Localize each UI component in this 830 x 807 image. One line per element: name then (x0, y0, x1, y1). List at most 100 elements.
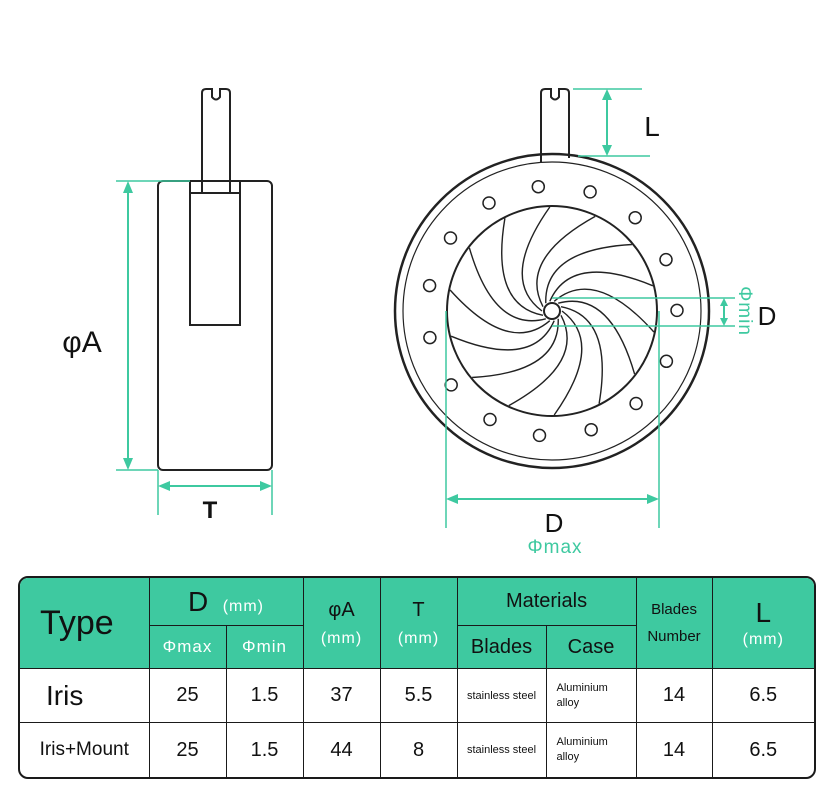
header-blades-number-line1: Blades (651, 601, 697, 619)
center-opening (543, 302, 561, 320)
outer-ring (393, 152, 711, 470)
header-l: L (mm) (711, 578, 814, 670)
arrow-right-icon (260, 481, 272, 491)
side-view: φA T (62, 88, 273, 524)
iris-blade (472, 318, 559, 379)
mounting-hole (628, 210, 642, 225)
table-row: Iris+Mount 25 1.5 44 8 stainless steel A… (20, 722, 814, 777)
iris-blade (501, 218, 544, 316)
iris-dimension-drawing: φA T L Φmin D (62, 88, 777, 558)
header-t-label: T (412, 598, 425, 621)
row-blades-material: stainless steel (456, 668, 547, 724)
row-type: Iris+Mount (20, 722, 150, 777)
iris-blade (553, 288, 655, 333)
mounting-hole (670, 303, 684, 318)
mounting-hole (444, 378, 458, 392)
side-slot (189, 181, 241, 326)
row-l: 6.5 (711, 722, 814, 777)
arrow-up-icon (720, 298, 728, 306)
iris-blade (545, 243, 632, 304)
header-t-unit: (mm) (397, 629, 440, 647)
mounting-hole (531, 179, 546, 194)
arrow-right-icon (647, 494, 659, 504)
row-blades-number: 14 (635, 668, 713, 724)
header-materials: Materials (456, 578, 637, 627)
mounting-hole (482, 196, 496, 210)
mounting-hole (659, 354, 674, 369)
row-t: 8 (379, 722, 458, 777)
t-label: T (203, 497, 218, 524)
mounting-holes (422, 179, 684, 443)
spec-table: Type D (mm) φA (mm) T (mm) Materials Bla… (18, 576, 816, 779)
iris-blade (560, 306, 603, 404)
phi-a-label: φA (62, 326, 101, 359)
arrow-up-icon (602, 89, 612, 100)
header-t: T (mm) (379, 578, 458, 670)
header-case: Case (545, 625, 637, 670)
row-phi-min: 1.5 (225, 722, 304, 777)
row-case-material-line1: Aluminium (556, 736, 608, 749)
mounting-hole (423, 330, 437, 345)
aperture-circle (446, 205, 658, 417)
header-blades-number-line2: Number (647, 628, 701, 646)
row-blades-number: 14 (635, 722, 713, 777)
row-phi-max: 25 (148, 668, 227, 724)
row-case-material-line2: alloy (556, 696, 580, 709)
iris-blade (549, 271, 654, 302)
row-phi-a: 37 (302, 668, 381, 724)
row-case-material: Aluminium alloy (545, 722, 637, 777)
row-blades-material: stainless steel (456, 722, 547, 777)
arrow-left-icon (446, 494, 458, 504)
row-phi-min: 1.5 (225, 668, 304, 724)
header-blades-number: Blades Number (635, 578, 713, 670)
row-case-material-line2: alloy (556, 751, 580, 764)
iris-blade (468, 247, 546, 322)
side-body (157, 180, 273, 471)
header-l-label: L (755, 597, 772, 629)
front-view: L Φmin D D Φmax (393, 88, 777, 558)
row-phi-a: 44 (302, 722, 381, 777)
row-type: Iris (20, 668, 150, 724)
mounting-hole (629, 396, 643, 411)
front-lever (540, 88, 570, 162)
mounting-hole (422, 278, 437, 293)
iris-blade (449, 289, 551, 334)
iris-blade (536, 215, 596, 308)
row-case-material-line1: Aluminium (556, 681, 608, 694)
table-row: Iris 25 1.5 37 5.5 stainless steel Alumi… (20, 668, 814, 724)
row-l: 6.5 (711, 668, 814, 724)
row-case-material: Aluminium alloy (545, 668, 637, 724)
mounting-hole (584, 422, 598, 437)
mounting-hole (483, 412, 497, 427)
row-t: 5.5 (379, 668, 458, 724)
arrow-up-icon (123, 181, 133, 193)
iris-blade (553, 310, 583, 416)
header-d: D (mm) (148, 578, 304, 627)
iris-blades (449, 206, 655, 416)
mounting-hole (659, 252, 673, 267)
d-side-label: D (758, 301, 777, 331)
iris-blade (558, 300, 636, 375)
d-bottom-label: D (545, 508, 564, 538)
header-phi-a-label: φA (328, 598, 355, 621)
header-d-label: D (188, 585, 209, 617)
header-phi-min: Φmin (225, 625, 304, 670)
arrow-left-icon (158, 481, 170, 491)
header-l-unit: (mm) (742, 631, 784, 649)
iris-blade (521, 206, 551, 312)
outer-ring-inner (402, 161, 702, 461)
arrow-down-icon (602, 145, 612, 156)
arrow-down-icon (123, 458, 133, 470)
header-blades: Blades (456, 625, 547, 670)
side-lever (201, 88, 231, 193)
header-phi-a-unit: (mm) (320, 629, 363, 647)
mounting-hole (583, 185, 597, 199)
row-phi-max: 25 (148, 722, 227, 777)
header-phi-max: Φmax (149, 625, 227, 670)
header-phi-a: φA (mm) (302, 578, 381, 670)
header-d-unit: (mm) (222, 597, 264, 615)
arrow-down-icon (720, 318, 728, 326)
phi-max-label: Φmax (527, 537, 582, 558)
header-type: Type (20, 578, 150, 670)
mounting-hole (443, 231, 458, 245)
